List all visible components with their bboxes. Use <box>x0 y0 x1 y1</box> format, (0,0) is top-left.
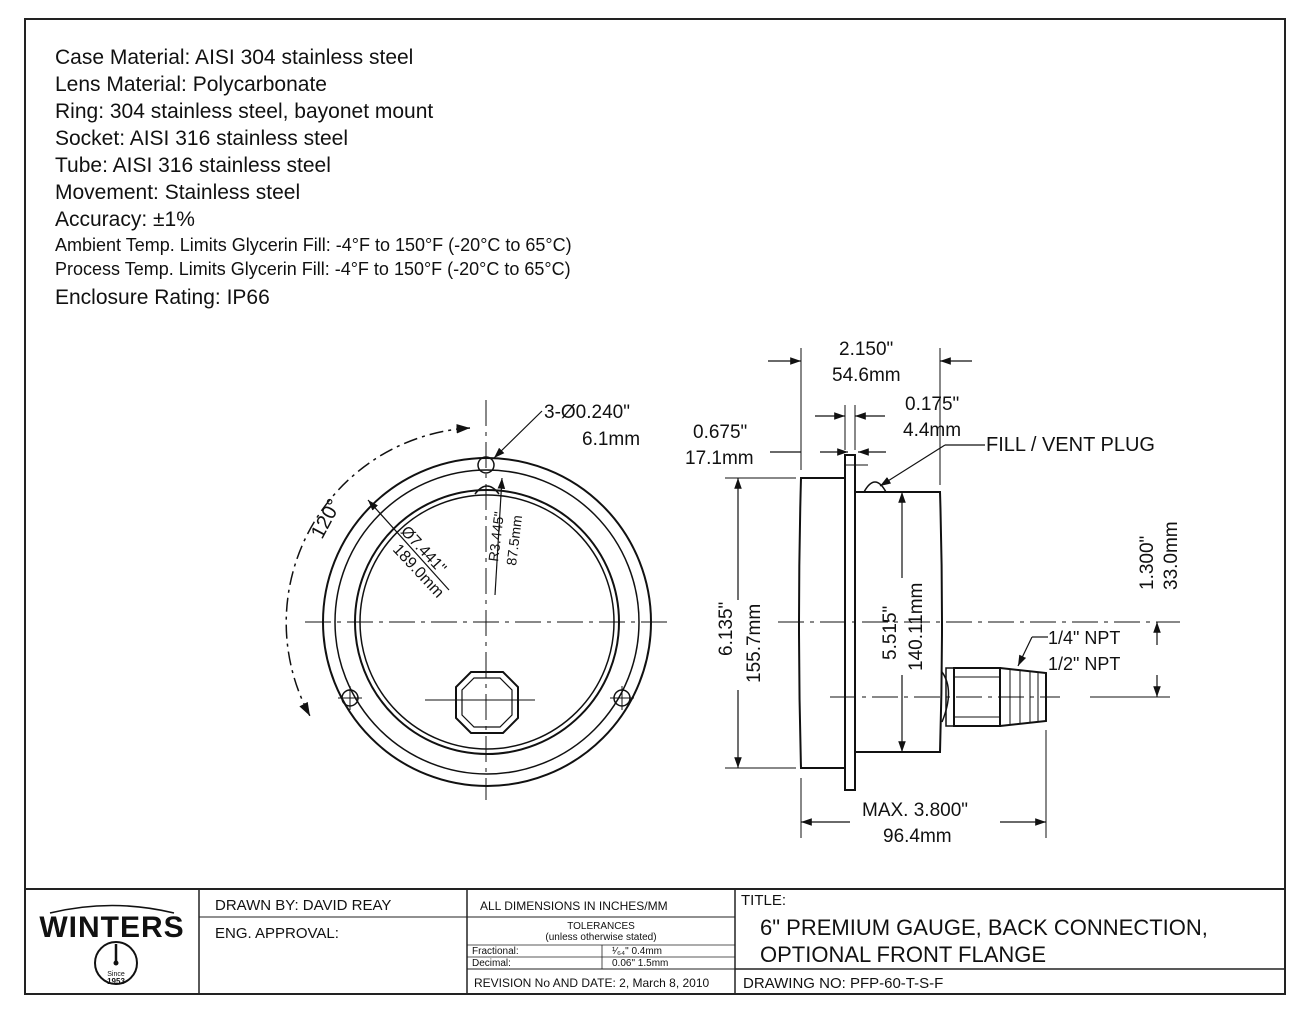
front-view <box>285 400 670 800</box>
revision-info: REVISION No AND DATE: 2, March 8, 2010 <box>474 976 710 990</box>
spec-movement: Movement: Stainless steel <box>55 181 301 204</box>
dim-1300-in: 1.300" <box>1137 536 1158 590</box>
title-label: TITLE: <box>741 892 787 909</box>
eng-approval: ENG. APPROVAL: <box>215 925 339 942</box>
title-block-grid <box>24 888 1286 995</box>
spec-accuracy: Accuracy: ±1% <box>55 208 195 231</box>
radius-label-mm: 87.5mm <box>503 514 525 566</box>
lens-ring <box>855 491 943 753</box>
dim-6135-mm: 155.7mm <box>744 604 765 683</box>
spec-ambient-temp: Ambient Temp. Limits Glycerin Fill: -4°F… <box>55 235 572 255</box>
case-body <box>798 477 846 769</box>
npt-label-quarter: 1/4" NPT <box>1048 628 1120 648</box>
dim-1300-mm: 33.0mm <box>1161 521 1182 590</box>
logo-year: 1953 <box>107 977 125 986</box>
logo-gauge-icon <box>94 941 138 985</box>
fill-plug-front <box>474 485 500 495</box>
fill-vent-plug-label: FILL / VENT PLUG <box>986 434 1155 456</box>
drawing-title-line1: 6" PREMIUM GAUGE, BACK CONNECTION, <box>760 915 1208 940</box>
dim-3800-in: MAX. 3.800" <box>862 800 968 821</box>
dim-0175-in: 0.175" <box>905 394 959 415</box>
radius-leader <box>494 477 506 596</box>
dim-2150-mm: 54.6mm <box>832 365 901 386</box>
dim-5515-in: 5.515" <box>880 606 901 660</box>
drawn-by: DRAWN BY: DAVID REAY <box>215 897 392 914</box>
dim-3800-mm: 96.4mm <box>883 826 952 847</box>
dim-0675-in: 0.675" <box>693 422 747 443</box>
spec-enclosure-rating: Enclosure Rating: IP66 <box>55 286 270 309</box>
units-note: ALL DIMENSIONS IN INCHES/MM <box>480 899 668 913</box>
spec-ring: Ring: 304 stainless steel, bayonet mount <box>55 100 434 123</box>
decimal-label: Decimal: <box>472 958 511 969</box>
fractional-label: Fractional: <box>472 946 519 957</box>
spec-tube: Tube: AISI 316 stainless steel <box>55 154 331 177</box>
radius-label-in: R3.445" <box>485 511 507 563</box>
hole-callout-leader <box>493 410 543 459</box>
npt-leader <box>1017 636 1033 667</box>
logo-since: Since <box>107 971 125 978</box>
dim-6135-in: 6.135" <box>716 602 737 656</box>
side-view <box>725 348 1180 838</box>
drawing-frame <box>24 18 1286 995</box>
angle-120-label: 120° <box>307 495 346 542</box>
logo-wordmark: WINTERS <box>39 911 184 944</box>
winters-logo <box>49 904 175 985</box>
dim-0675-mm: 17.1mm <box>685 448 754 469</box>
tolerances-title: TOLERANCES <box>567 921 635 932</box>
spec-case-material: Case Material: AISI 304 stainless steel <box>55 46 414 69</box>
dim-5515-mm: 140.11mm <box>906 583 927 671</box>
fill-plug-leader <box>879 444 946 487</box>
drawing-number: DRAWING NO: PFP-60-T-S-F <box>743 975 944 992</box>
dim-0175-mm: 4.4mm <box>903 420 961 441</box>
spec-socket: Socket: AISI 316 stainless steel <box>55 127 348 150</box>
npt-label-half: 1/2" NPT <box>1048 654 1120 674</box>
decimal-value: 0.06" 1.5mm <box>612 958 669 969</box>
angle-120-arc <box>285 424 471 717</box>
tolerances-subtitle: (unless otherwise stated) <box>545 932 657 943</box>
socket-hex <box>455 671 519 734</box>
drawing-title-line2: OPTIONAL FRONT FLANGE <box>760 942 1047 967</box>
diameter-leader <box>367 499 450 591</box>
specifications-list: Case Material: AISI 304 stainless steel … <box>55 44 572 311</box>
spec-lens-material: Lens Material: Polycarbonate <box>55 73 327 96</box>
fill-plug-side <box>863 481 887 493</box>
hole-callout-line1: 3-Ø0.240" <box>544 402 630 423</box>
spec-process-temp: Process Temp. Limits Glycerin Fill: -4°F… <box>55 259 571 279</box>
fractional-value: ¹⁄₆₄" 0.4mm <box>612 946 663 957</box>
dim-2150-in: 2.150" <box>839 339 893 360</box>
hole-callout-line2: 6.1mm <box>582 429 640 450</box>
